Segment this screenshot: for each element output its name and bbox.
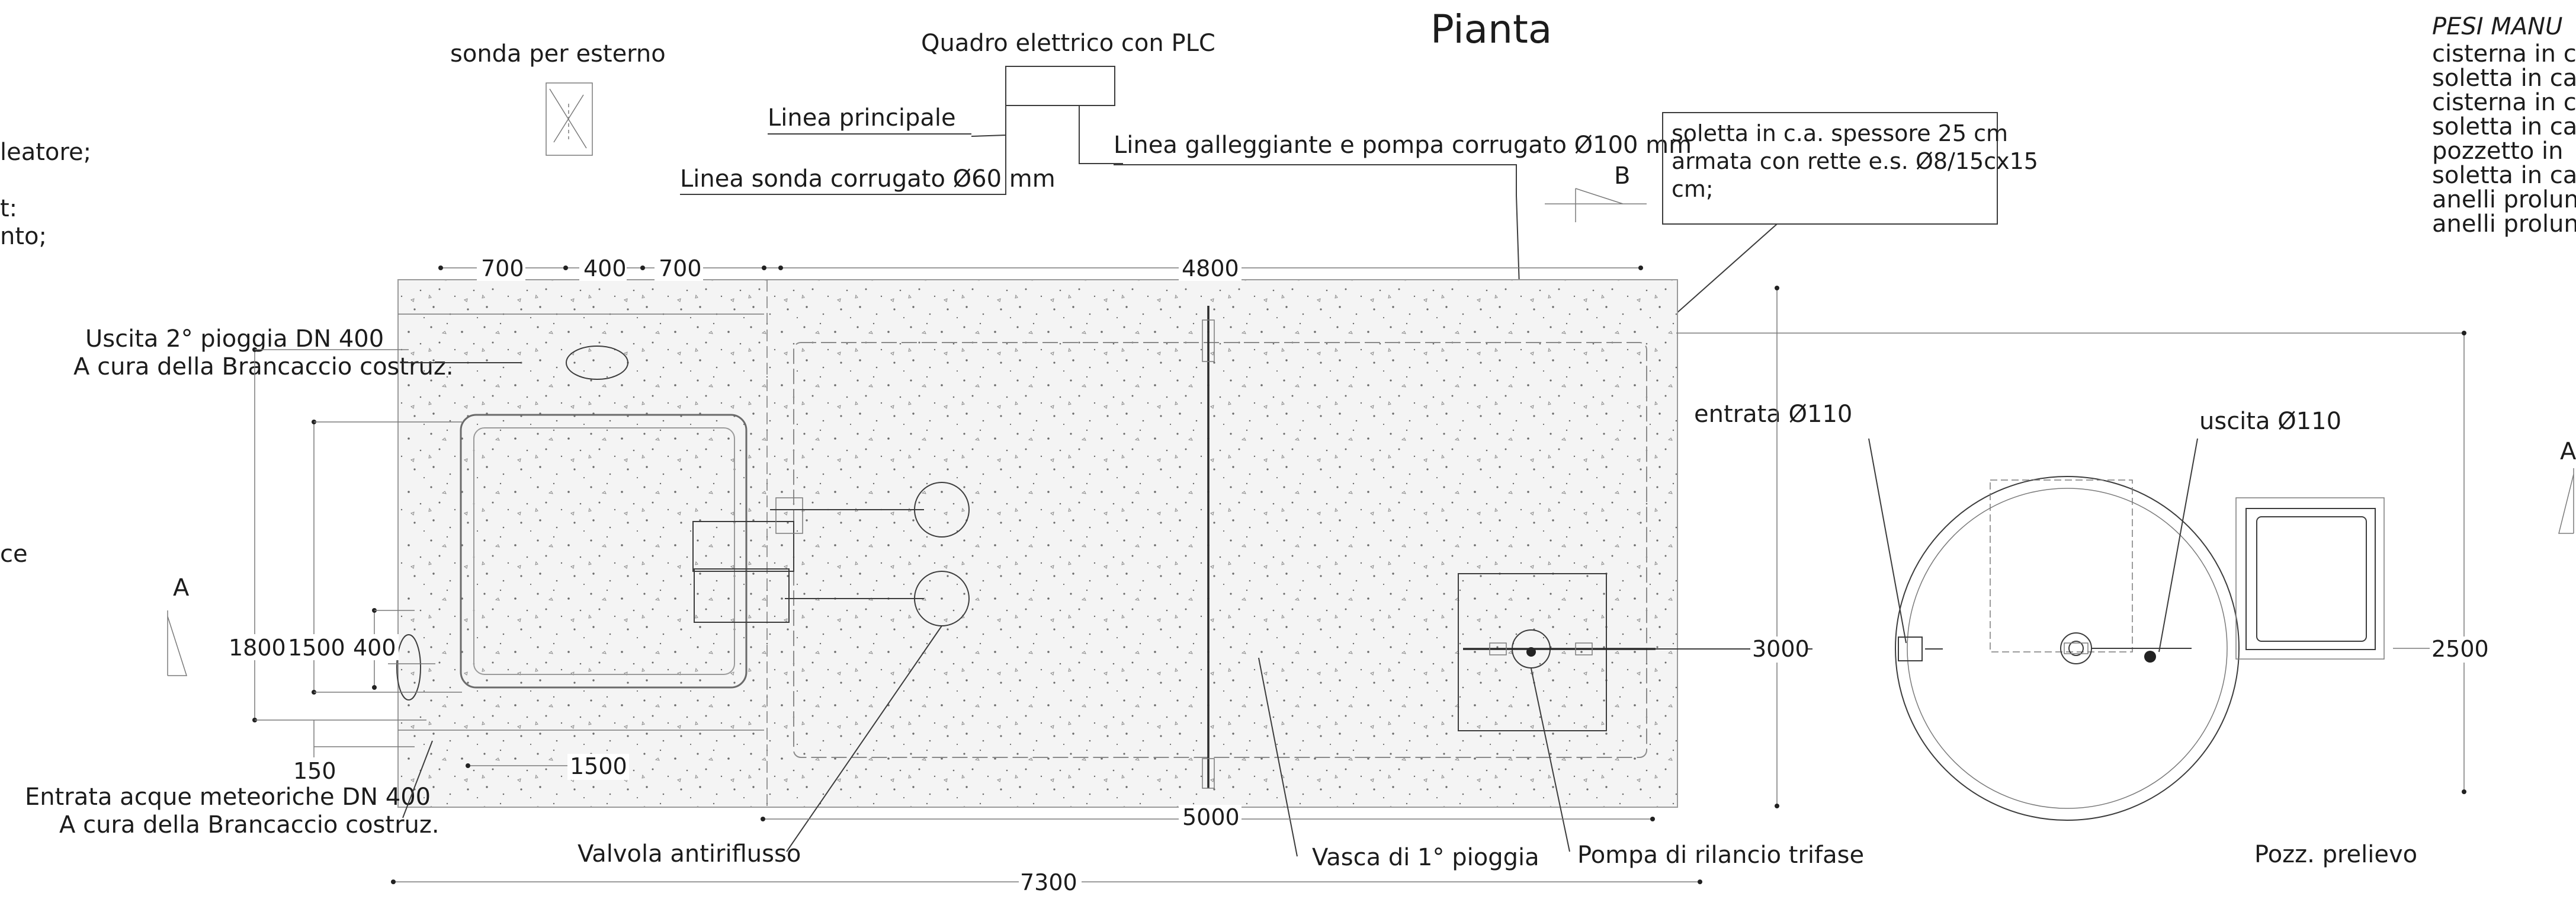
label-sonda-esterno: sonda per esterno [450,40,666,68]
soletta-note-line: cm; [1672,176,1714,202]
label-entrata-110: entrata Ø110 [1694,401,1852,428]
quadro-box [1005,66,1115,106]
top-dimensions: 700 400 700 4800 [438,255,1643,282]
dim-left-400: 400 [353,635,396,661]
legend-line: soletta in ca [2432,65,2576,92]
legend-line: pozzetto in [2432,137,2563,165]
label-pozz-prelievo: Pozz. prelievo [2254,841,2417,868]
dim-left-150: 150 [293,758,336,784]
legend-line: soletta in ca [2432,113,2576,140]
left-fragment: nto; [0,223,47,250]
label-linea-sonda: Linea sonda corrugato Ø60 mm [680,165,1056,193]
dim-top-400: 400 [583,255,627,282]
section-marker-a-right: A [2560,438,2576,465]
soletta-note-box [1662,112,1998,225]
label-linea-galleggiante: Linea galleggiante e pompa corrugato Ø10… [1114,132,1692,159]
round-separator [1895,476,2240,821]
pump-pit [1458,573,1607,731]
legend-line: anelli prolun [2432,210,2576,238]
soletta-note-line: armata con rette e.s. Ø8/15cx15 [1672,148,2038,174]
left-compartment [460,414,748,689]
legend-line: cisterna in c [2432,89,2576,116]
dim-left-1500: 1500 [288,635,345,661]
label-quadro: Quadro elettrico con PLC [921,30,1215,57]
bottom-dimensions: 1500 5000 7300 [391,753,1702,895]
left-edge-fragments: leatore; t: nto; ce [0,139,91,568]
label-valvola: Valvola antiriflusso [578,840,801,868]
legend-line: anelli prolun [2432,186,2576,213]
legend-line: cisterna in c [2432,40,2576,68]
label-entrata-meteoriche-1: Entrata acque meteoriche DN 400 [25,783,431,811]
left-dimensions: 1800 1500 400 150 [225,347,462,784]
left-fragment: leatore; [0,139,91,166]
inner-tank-boundary [793,342,1647,758]
dim-top-4800: 4800 [1182,255,1239,282]
outlet-pipe-top [566,346,628,380]
dim-mid-3000: 3000 [1752,636,1810,662]
label-uscita-pioggia-2: A cura della Brancaccio costruz. [73,353,454,380]
main-tank-slab [397,279,1678,808]
label-uscita-pioggia-1: Uscita 2° pioggia DN 400 [85,325,384,353]
label-uscita-110: uscita Ø110 [2199,408,2341,435]
weights-legend: PESI MANU cisterna in c soletta in ca ci… [2432,13,2576,238]
prelievo-pit [2245,508,2376,650]
dim-top-700-b: 700 [659,255,702,282]
dim-top-700-a: 700 [481,255,524,282]
legend-heading: PESI MANU [2432,13,2562,40]
label-entrata-meteoriche-2: A cura della Brancaccio costruz. [59,811,440,839]
dim-bottom-5000: 5000 [1182,804,1240,830]
dim-bottom-7300: 7300 [1020,869,1077,895]
label-linea-principale: Linea principale [768,104,956,132]
legend-line: soletta in ca [2432,162,2576,189]
dim-left-1800: 1800 [229,635,286,661]
drawing-title: Pianta [1430,7,1552,52]
section-marker-a-left: A [173,574,190,602]
soletta-note-line: soletta in c.a. spessore 25 cm [1672,120,2008,146]
section-marker-b: B [1614,162,1630,190]
left-fragment: t: [0,195,17,222]
dim-right-2500: 2500 [2431,636,2489,662]
dim-bottom-1500: 1500 [570,753,627,779]
label-vasca: Vasca di 1° pioggia [1312,844,1539,871]
right-dimensions: 3000 2500 [1676,286,2489,808]
label-pompa: Pompa di rilancio trifase [1577,842,1864,869]
left-fragment: ce [0,540,28,568]
sonda-symbol [546,82,593,156]
